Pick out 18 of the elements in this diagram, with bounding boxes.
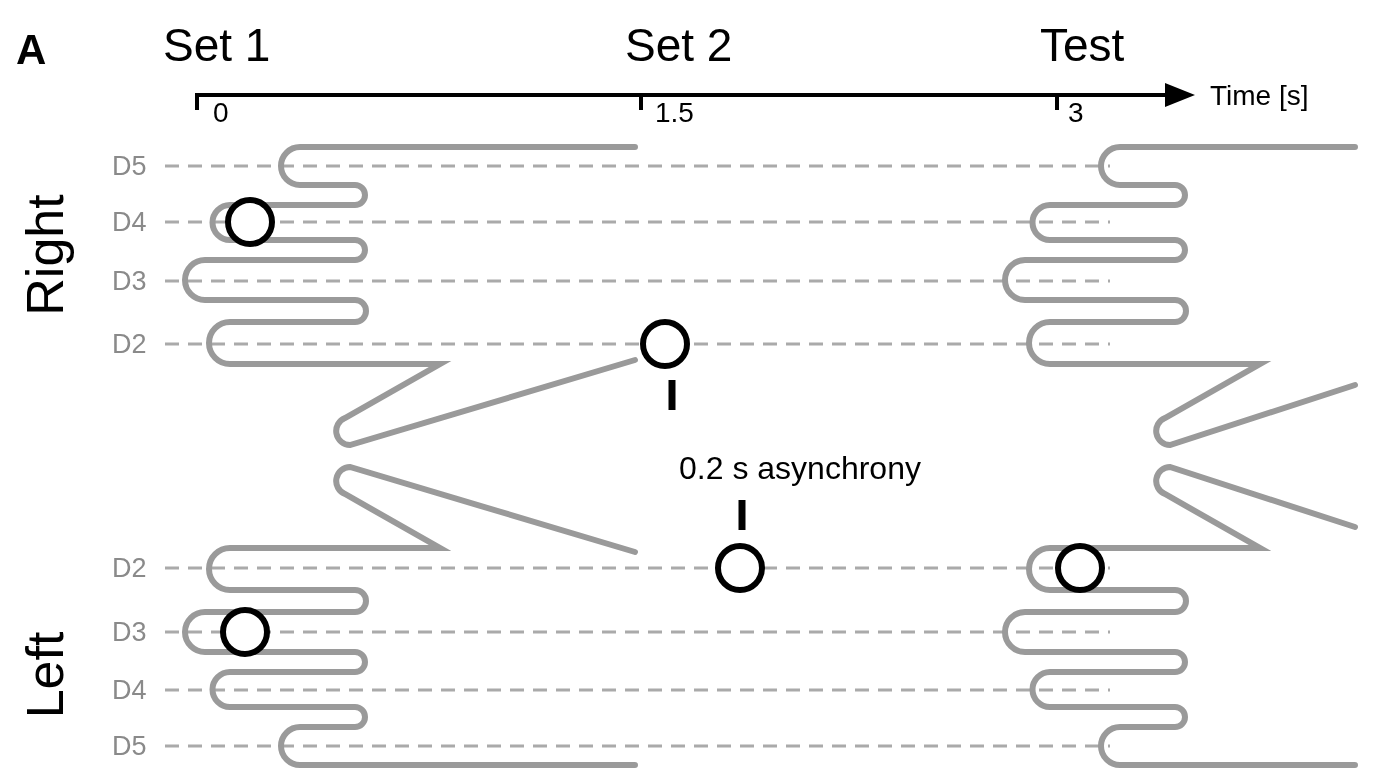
side-label: Left (19, 631, 71, 719)
set-label: Set 1 (163, 22, 271, 68)
set-label: Set 2 (625, 22, 733, 68)
tick-label: 3 (1068, 99, 1084, 127)
axis-label: Time [s] (1210, 82, 1309, 110)
set-label: Test (1040, 22, 1125, 68)
tick-label: 0 (213, 99, 229, 127)
digit-label: D5 (112, 732, 147, 760)
digit-label: D2 (112, 554, 147, 582)
digit-label: D5 (112, 152, 147, 180)
digit-label: D4 (112, 676, 147, 704)
tick-label: 1.5 (655, 99, 694, 127)
panel-letter: A (16, 29, 47, 71)
annotation-text: 0.2 s asynchrony (679, 452, 921, 484)
digit-label: D4 (112, 208, 147, 236)
digit-label: D3 (112, 267, 147, 295)
digit-label: D3 (112, 618, 147, 646)
digit-label: D2 (112, 330, 147, 358)
